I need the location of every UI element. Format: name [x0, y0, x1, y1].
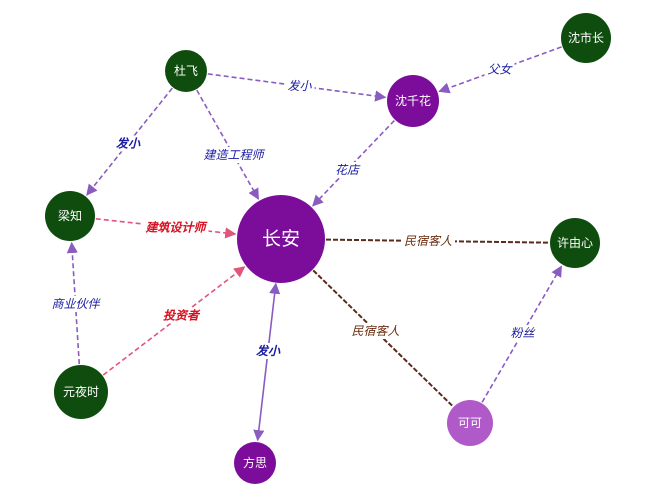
node-label: 方思 — [243, 455, 267, 470]
edge-changan-fangsi — [253, 282, 281, 442]
edge-label-bg — [401, 233, 455, 249]
node-dufei[interactable]: 杜飞 — [165, 50, 207, 92]
node-circle — [45, 191, 95, 241]
edge-label-bg — [113, 135, 143, 152]
edge-label-shenshizhang-shenqianhua: 父女 — [487, 63, 513, 77]
node-circle — [54, 365, 108, 419]
node-label: 沈市长 — [568, 30, 604, 45]
node-circle — [447, 400, 493, 446]
node-circle — [234, 442, 276, 484]
node-yuanyeshi[interactable]: 元夜时 — [54, 365, 108, 419]
edge-label-changan-keke: 民宿客人 — [351, 324, 399, 338]
edge-label-shenqianhua-changan: 花店 — [335, 163, 361, 177]
node-label: 许由心 — [557, 236, 593, 250]
edge-keke-xuyouxin — [481, 265, 563, 403]
node-shenqianhua[interactable]: 沈千花 — [387, 75, 439, 127]
node-label: 梁知 — [58, 208, 82, 223]
node-label: 沈千花 — [395, 93, 431, 108]
edge-label-bg — [253, 343, 283, 359]
edge-label-changan-xuyouxin: 民宿客人 — [404, 234, 452, 248]
edge-label-bg — [348, 323, 403, 339]
edge-label-yuanyeshi-liangzhi: 商业伙伴 — [51, 297, 101, 311]
edge-label-bg — [332, 162, 362, 178]
node-circle — [237, 195, 325, 283]
edge-label-bg — [48, 296, 103, 312]
node-keke[interactable]: 可可 — [447, 400, 493, 446]
node-shenshizhang[interactable]: 沈市长 — [561, 13, 611, 63]
edge-label-dufei-liangzhi: 发小 — [116, 137, 141, 151]
edge-label-bg — [284, 78, 315, 94]
node-circle — [165, 50, 207, 92]
node-label: 长安 — [262, 228, 300, 250]
edge-label-keke-xuyouxin: 粉丝 — [510, 326, 535, 340]
edge-label-dufei-changan: 建造工程师 — [203, 148, 265, 162]
edge-dufei-changan — [196, 89, 260, 200]
edge-label-bg — [484, 61, 515, 78]
node-circle — [561, 13, 611, 63]
edge-changan-keke — [312, 269, 453, 407]
edge-label-changan-fangsi: 发小 — [256, 344, 281, 358]
edge-label-bg — [142, 219, 209, 236]
edge-label-yuanyeshi-changan: 投资者 — [163, 309, 201, 323]
node-circle — [387, 75, 439, 127]
edge-label-bg — [200, 147, 267, 163]
edge-changan-xuyouxin — [325, 238, 549, 244]
edge-label-liangzhi-changan: 建筑设计师 — [144, 221, 208, 235]
node-label: 元夜时 — [63, 384, 99, 399]
node-changan[interactable]: 长安 — [237, 195, 325, 283]
node-circle — [550, 218, 600, 268]
edge-label-bg — [507, 325, 538, 341]
edge-label-dufei-shenqianhua: 发小 — [287, 79, 312, 93]
node-fangsi[interactable]: 方思 — [234, 442, 276, 484]
edge-label-bg — [160, 307, 202, 324]
node-label: 杜飞 — [174, 63, 198, 78]
node-label: 可可 — [458, 416, 482, 430]
edge-liangzhi-changan — [95, 218, 237, 239]
node-xuyouxin[interactable]: 许由心 — [550, 218, 600, 268]
node-liangzhi[interactable]: 梁知 — [45, 191, 95, 241]
